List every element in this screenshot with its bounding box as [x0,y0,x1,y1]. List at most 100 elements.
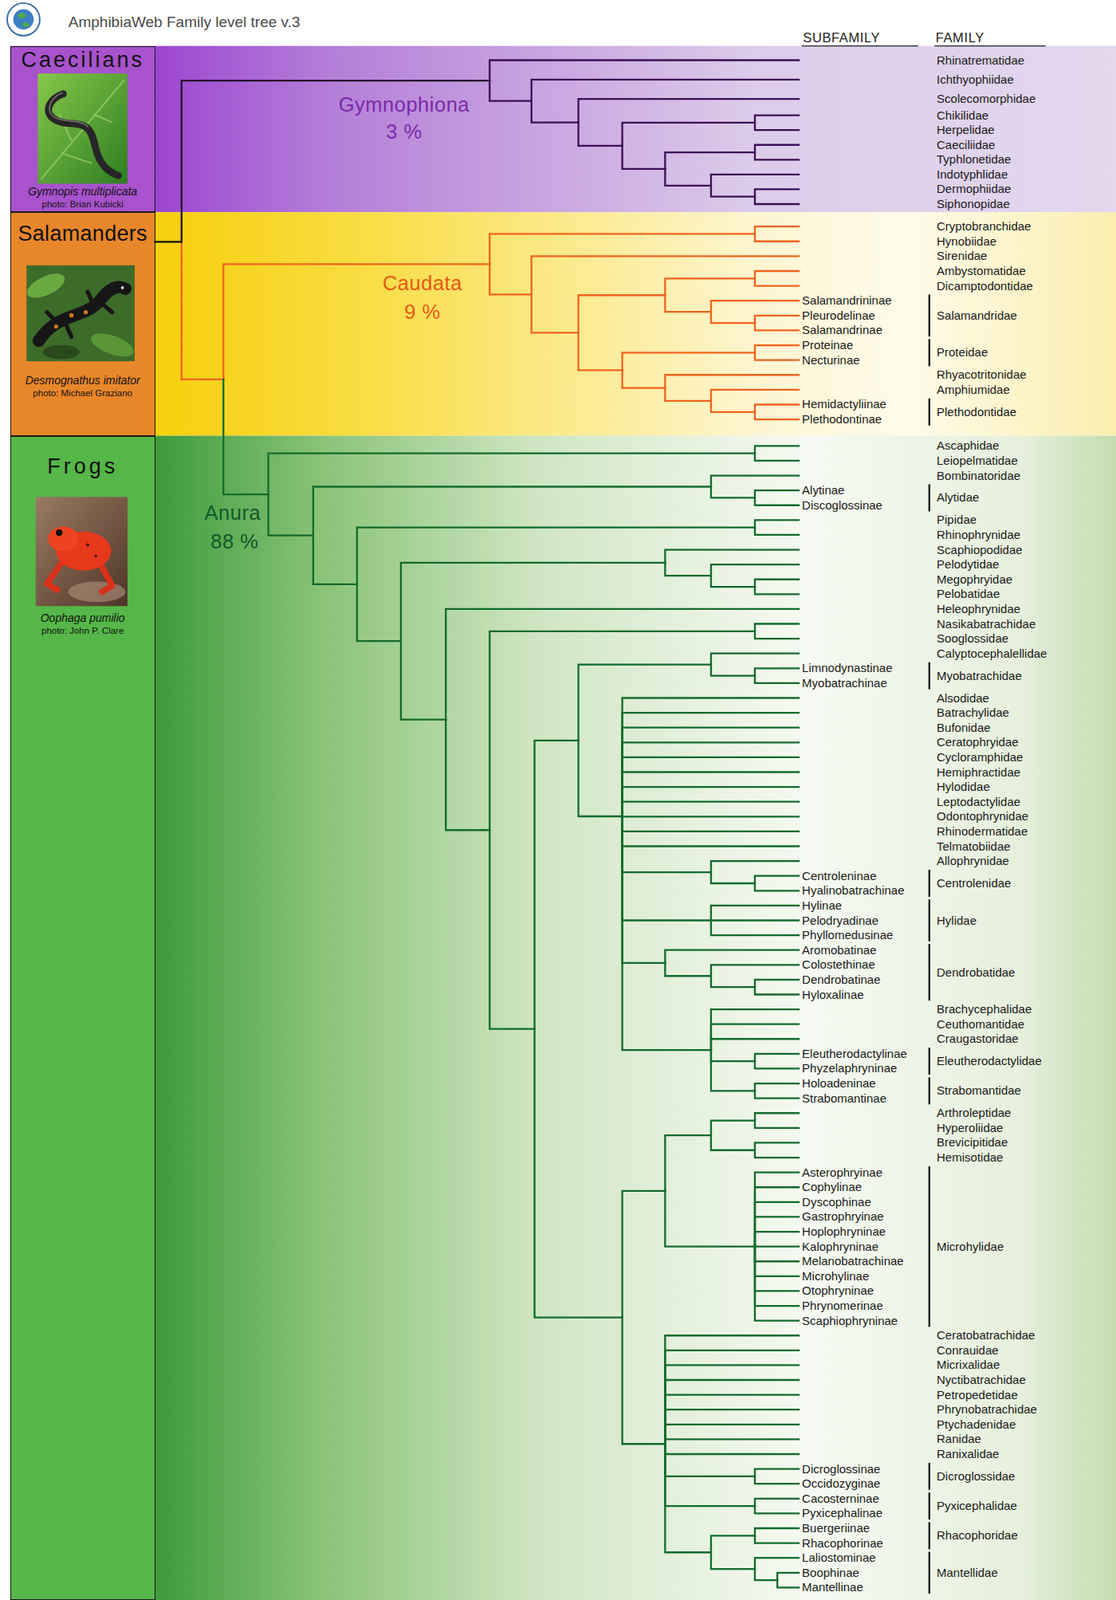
tree-branch [223,263,490,379]
tree-branch [754,188,799,197]
family-name: Ceratobatrachidae [936,1328,1035,1343]
subfamily-name: Asterophryinae [801,1165,883,1179]
family-name: Phrynobatrachidae [936,1402,1038,1417]
tree-branch [754,675,799,684]
tree-branch [754,453,799,461]
tree-branch [711,872,755,884]
salamander-leg [47,291,113,337]
tree-branch [754,1053,799,1061]
family-name: Ptychadenidae [936,1417,1016,1431]
family-name: Dicroglossidae [936,1469,1015,1483]
leaf-vein [40,79,125,180]
tree-branch [754,519,799,527]
tree-branch [754,1202,799,1247]
tree-branch [754,1120,799,1128]
tree-branch [754,631,799,639]
subfamily-name: Scaphiophryninae [801,1313,898,1328]
family-name: Scaphiopodidae [936,542,1023,557]
tree-branch [489,80,531,102]
family-name: Chikilidae [936,108,989,122]
tree-branch [531,79,799,102]
frog-spot [86,542,90,547]
tree-branch [711,975,755,987]
tree-branch [754,586,799,594]
family-name: Hylidae [936,913,977,928]
family-name: Typhlonetidae [936,153,1011,167]
tree-branch [711,389,799,401]
tree-branch [711,664,755,676]
family-bracket [928,899,931,942]
tree-branch [754,122,799,130]
tree-branch [754,1142,799,1150]
tree-branch [664,1443,755,1506]
subfamily-name: Pyxicephalinae [801,1506,883,1521]
tree-branch [578,98,799,122]
family-name: Cycloramphidae [936,750,1023,764]
panel-fill [10,46,156,213]
species-caption: Desmognathus imitator [11,373,155,387]
tree-branch [664,294,712,312]
tree-branch [711,919,799,936]
subfamily-name: Mantellinae [801,1580,864,1595]
family-name: Salamandridae [936,308,1018,323]
tree-branch [754,1535,799,1543]
tree-branch [622,698,799,817]
logo-land [17,12,30,28]
family-bracket [928,869,931,897]
family-name: Ambystomatidae [936,263,1026,278]
tree-branch [664,1409,799,1444]
header-underline [934,45,1046,47]
tree-branch [622,727,799,817]
tree-branch [754,1246,799,1306]
tree-branch [664,1443,799,1454]
subfamily-name: Hoplophryninae [801,1224,886,1238]
tree-branch [754,668,799,676]
tree-branch [223,379,268,495]
tree-branch [664,152,755,169]
tree-branch [754,883,799,891]
tree-branch [181,241,224,379]
tree-branch [754,1172,799,1247]
tree-branch [578,122,623,146]
tree-branch [711,1009,799,1050]
subfamily-name: Hemidactyliinae [801,397,887,412]
family-name: Dendrobatidae [936,965,1015,979]
tree-branch [754,1083,799,1091]
tree-branch [268,494,314,536]
family-name: Dermophiidae [936,182,1011,197]
subfamily-name: Phyllomedusinae [801,927,893,942]
tree-branch [622,816,712,921]
family-name: Ascaphidae [936,439,999,453]
tree-branch [754,145,799,153]
family-name: Hemiphractidae [936,765,1021,779]
subfamily-name: Necturinae [801,353,861,367]
tree-branch [711,964,799,976]
tree-branch [754,1150,799,1158]
family-name: Pyxicephalidae [936,1499,1018,1513]
frog-photo [35,496,128,606]
group-heading: Salamanders [11,221,155,247]
tree-branch [622,122,755,146]
family-name: Bufonidae [936,720,991,735]
tree-branch [664,1395,799,1445]
clade-name: Anura [204,501,262,525]
tree-branch [622,1317,666,1445]
tree-branch [711,1135,755,1151]
tree-branch [754,1186,799,1246]
tree-branch [711,905,799,921]
tree-branch [622,816,799,847]
family-bracket [928,662,931,690]
tree-branch [664,1379,799,1444]
tree-branch [754,352,799,360]
salamander-band [155,212,1116,436]
tree-branch [754,1245,799,1247]
family-name: Myobatrachidae [936,668,1022,683]
family-name: Amphiumidae [936,382,1010,397]
tree-branch [622,816,666,963]
tree-branch [754,986,799,995]
group-panel: SalamandersDesmognathus imitatorphoto: M… [10,212,156,436]
tree-branch [711,1049,755,1061]
family-name: Rhacophoridae [936,1528,1018,1543]
subfamily-name: Holoadeninae [801,1076,877,1090]
tree-branch [622,816,799,832]
